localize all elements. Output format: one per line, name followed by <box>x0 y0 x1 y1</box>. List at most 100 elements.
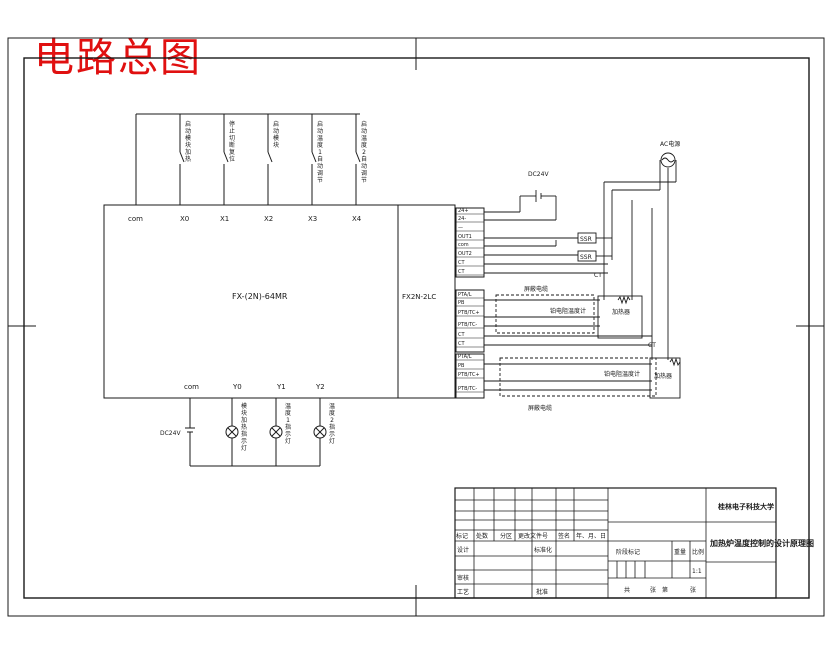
svg-text:模: 模 <box>185 134 191 142</box>
module-pin-14: CT <box>458 341 465 347</box>
svg-text:停: 停 <box>229 120 235 128</box>
svg-text:指: 指 <box>241 430 247 438</box>
svg-text:温: 温 <box>317 134 323 142</box>
title-block-row-5: 批准 <box>536 588 548 596</box>
title-block-stage-2: 重量 <box>674 548 686 556</box>
svg-text:止: 止 <box>229 127 235 135</box>
plc-input-com: com <box>128 215 143 223</box>
plc-input-x4: X4 <box>352 215 362 223</box>
svg-text:度: 度 <box>285 409 291 417</box>
svg-text:2: 2 <box>362 149 366 156</box>
module-pin-18: PTB/TC- <box>458 386 477 392</box>
svg-text:自: 自 <box>317 155 323 163</box>
svg-text:示: 示 <box>241 438 247 445</box>
svg-text:节: 节 <box>317 176 323 184</box>
dc-supply-top-label: DC24V <box>528 171 549 178</box>
title-block <box>454 487 777 599</box>
svg-text:加: 加 <box>241 416 247 424</box>
module-pin-7: CT <box>458 260 465 266</box>
module-pin-13: CT <box>458 332 465 338</box>
svg-text:灯: 灯 <box>329 437 335 445</box>
title-block-sheet-3: 第 <box>662 586 668 594</box>
plc-main-label: FX-(2N)-64MR <box>232 292 288 301</box>
ct-label-2: CT <box>648 342 656 349</box>
module-pin-17: PTB/TC+ <box>458 372 480 378</box>
heater-label-1: 加热器 <box>612 308 630 316</box>
title-block-stage-1: 阶段标记 <box>616 548 640 556</box>
module-pin-4: OUT1 <box>458 234 472 240</box>
svg-text:热: 热 <box>241 423 247 431</box>
plc-input-x2: X2 <box>264 215 273 223</box>
svg-text:位: 位 <box>229 155 235 163</box>
svg-text:温: 温 <box>285 402 291 410</box>
svg-text:度: 度 <box>329 409 335 417</box>
svg-text:断: 断 <box>229 141 235 149</box>
plc-module-label: FX2N-2LC <box>402 293 436 301</box>
heater-label-2: 加热器 <box>654 372 672 380</box>
right-wiring <box>484 152 681 399</box>
svg-text:块: 块 <box>241 409 247 417</box>
title-block-university: 桂林电子科技大学 <box>717 502 774 511</box>
svg-text:1: 1 <box>286 417 290 424</box>
svg-text:复: 复 <box>229 148 235 156</box>
module-pin-16: PB <box>458 363 465 369</box>
ssr-label-2: SSR <box>580 254 592 261</box>
svg-text:切: 切 <box>229 135 235 142</box>
plc-input-x1: X1 <box>220 215 229 223</box>
plc-output-y2: Y2 <box>315 383 325 391</box>
title-block-drawing-title: 加热炉温度控制的设计原理图 <box>709 538 814 548</box>
svg-text:节: 节 <box>361 176 367 184</box>
svg-text:调: 调 <box>361 169 367 177</box>
module-pin-5: com <box>458 242 469 248</box>
plc-input-x0: X0 <box>180 215 189 223</box>
module-pin-1: 24+ <box>458 208 469 214</box>
title-block-row-2: 标准化 <box>534 546 552 554</box>
svg-text:块: 块 <box>185 141 191 149</box>
svg-text:温: 温 <box>329 402 335 410</box>
module-pin-15: PTA/L <box>458 354 472 360</box>
title-block-header-2: 处数 <box>476 532 488 540</box>
svg-text:动: 动 <box>361 163 367 170</box>
plc-main-block <box>103 204 456 399</box>
svg-text:动: 动 <box>273 128 279 135</box>
module-pin-8: CT <box>458 269 465 275</box>
svg-text:度: 度 <box>317 141 323 149</box>
plc-input-x3: X3 <box>308 215 317 223</box>
svg-text:指: 指 <box>329 423 335 431</box>
svg-text:度: 度 <box>361 141 367 149</box>
title-block-header-6: 年、月、日 <box>576 532 606 540</box>
svg-text:启: 启 <box>361 120 367 128</box>
title-block-sheet-2: 张 <box>650 586 656 594</box>
module-pin-2: 24- <box>458 216 466 222</box>
svg-text:模: 模 <box>273 134 279 142</box>
cable-label-2: 屏蔽电缆 <box>528 404 552 412</box>
title-block-stage-3: 比例 <box>692 548 704 556</box>
svg-text:动: 动 <box>317 163 323 170</box>
svg-text:2: 2 <box>330 417 334 424</box>
svg-text:块: 块 <box>273 141 279 149</box>
title-block-header-3: 分区 <box>500 532 512 540</box>
title-block-sheet-1: 共 <box>624 586 630 594</box>
module-pin-12: PTB/TC- <box>458 322 477 328</box>
svg-text:指: 指 <box>285 423 291 431</box>
svg-text:示: 示 <box>285 431 291 438</box>
plc-output-com: com <box>184 383 199 391</box>
ssr-label-1: SSR <box>580 236 592 243</box>
title-block-row-1: 设计 <box>457 546 469 554</box>
svg-text:动: 动 <box>185 128 191 135</box>
dc-supply-bottom-label: DC24V <box>160 430 181 437</box>
title-block-row-3: 审核 <box>457 574 469 582</box>
svg-text:动: 动 <box>317 128 323 135</box>
sensor-label-2: 铂电阻温度计 <box>604 370 640 378</box>
input-wiring <box>135 113 361 205</box>
svg-text:温: 温 <box>361 134 367 142</box>
svg-text:热: 热 <box>185 155 191 163</box>
title-block-header-4: 更改文件号 <box>518 532 548 540</box>
module-pin-9: PTA/L <box>458 292 472 298</box>
title-block-header-5: 签名 <box>558 532 570 540</box>
